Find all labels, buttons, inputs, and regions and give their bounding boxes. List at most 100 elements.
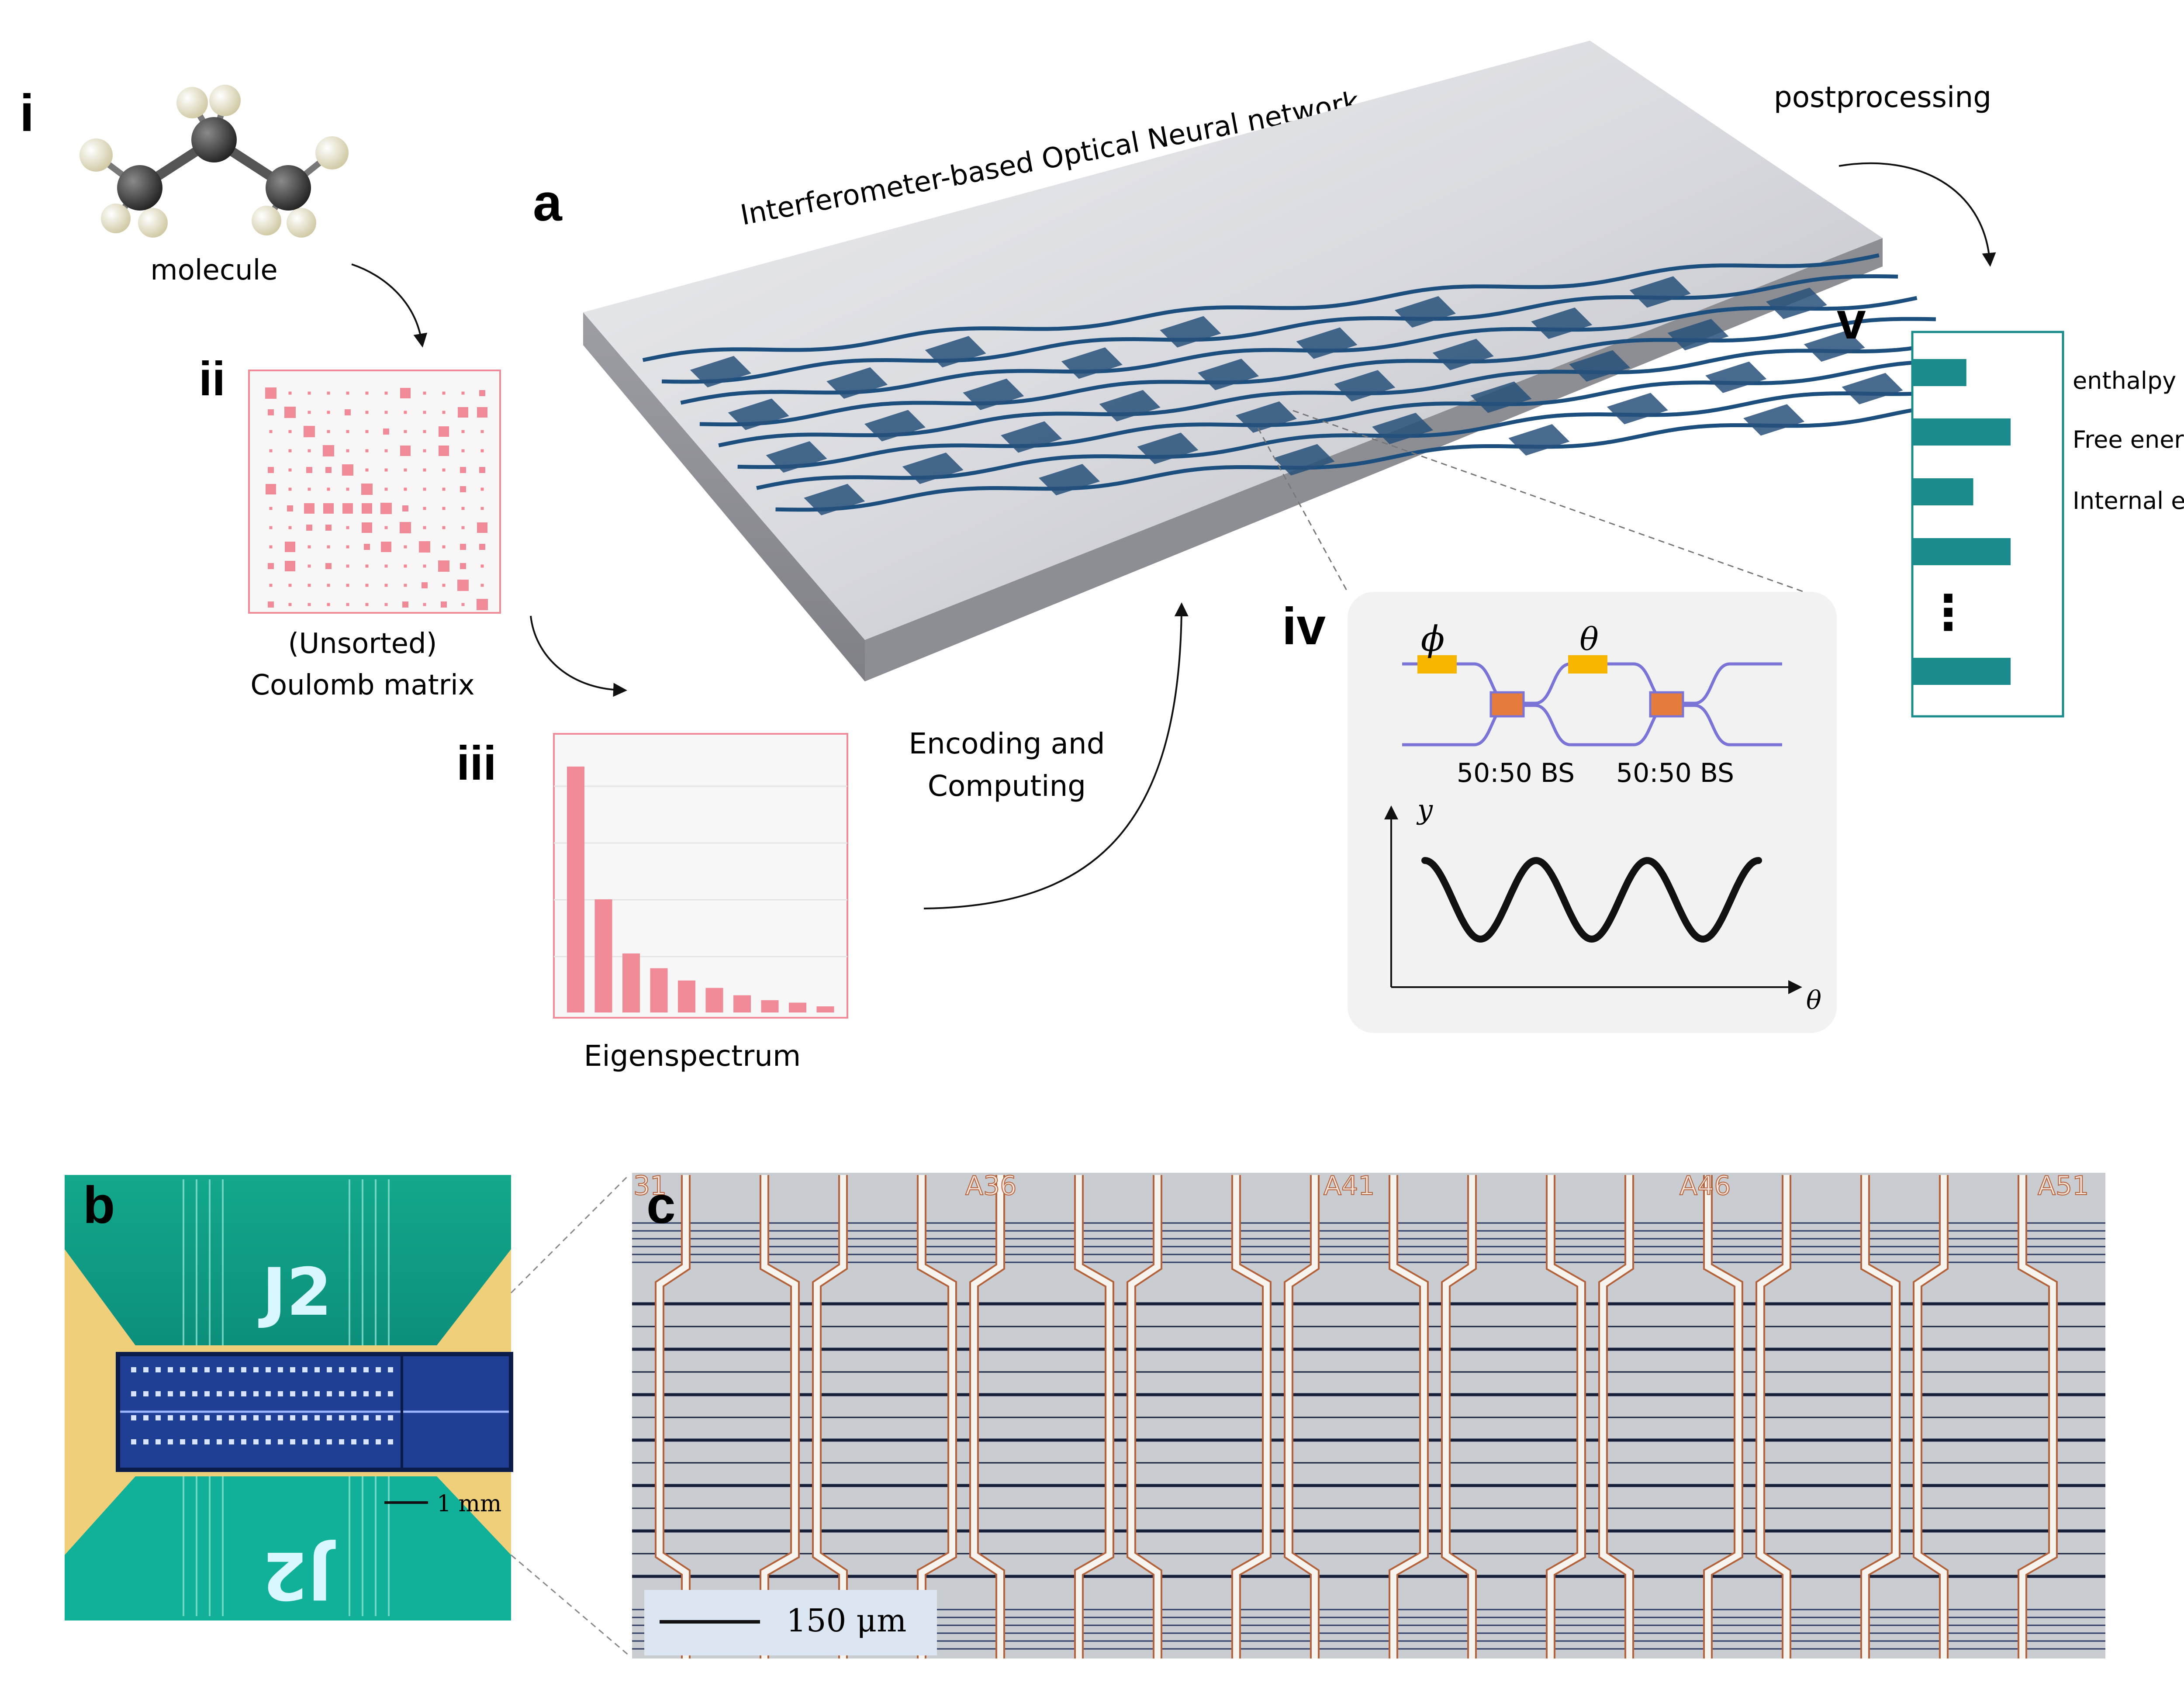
matrix-cell (402, 601, 408, 608)
matrix-cell (365, 430, 369, 433)
column-label-31: 31 (633, 1171, 667, 1201)
matrix-cell (402, 505, 408, 511)
encoding-label-line1: Encoding and (909, 727, 1105, 760)
chip-pad (314, 1439, 320, 1444)
chip-pad (241, 1391, 246, 1396)
chip-pad (302, 1439, 308, 1444)
matrix-cell (364, 544, 370, 550)
chip-pad (168, 1391, 173, 1396)
chip-pad (339, 1367, 344, 1372)
panel-b: J2 J2 1 mm b (65, 1175, 513, 1620)
electrode-core (1233, 1175, 1270, 1658)
matrix-cell (461, 526, 465, 529)
electrode-core (1914, 1175, 1947, 1658)
panel-letter-iii: iii (456, 736, 497, 790)
chip-pad (168, 1367, 173, 1372)
electrode-core (761, 1175, 798, 1658)
chip-pad (363, 1391, 369, 1396)
chip-pad (327, 1439, 332, 1444)
chip-pad (290, 1367, 295, 1372)
chip-pad (143, 1391, 149, 1396)
propane-molecule-icon (79, 85, 349, 238)
matrix-cell (346, 526, 349, 529)
chip-pads (131, 1367, 393, 1444)
matrix-cell (461, 391, 465, 395)
panel-letter-i: i (20, 84, 34, 142)
chip-pad (217, 1367, 222, 1372)
y-axis-label: y (1416, 794, 1433, 826)
matrix-cell (325, 563, 332, 569)
chip-pad (217, 1415, 222, 1420)
electrode-core (814, 1175, 846, 1658)
chip-pad (253, 1415, 259, 1420)
eigen-bar (594, 899, 612, 1012)
mzi-block (690, 356, 751, 387)
chip-pad (363, 1367, 369, 1372)
matrix-cell (306, 525, 312, 531)
panel-letter-v: v (1837, 291, 1866, 350)
matrix-cell (327, 545, 330, 549)
matrix-cell (384, 603, 388, 606)
matrix-cell (460, 544, 466, 550)
matrix-cell (442, 391, 446, 395)
scale-label-150um: 150 μm (786, 1602, 906, 1639)
matrix-cell (269, 449, 273, 453)
matrix-cell (346, 449, 349, 453)
matrix-cell (423, 430, 426, 433)
output-bar (1912, 478, 1973, 505)
matrix-cell (384, 526, 388, 529)
matrix-cell (346, 430, 349, 433)
chip-pad (131, 1439, 136, 1444)
matrix-cell (346, 584, 349, 587)
chip-pad (351, 1439, 356, 1444)
mzi-block (1766, 287, 1827, 319)
matrix-cell (423, 449, 426, 453)
chip-pad (302, 1415, 308, 1420)
chip-pad (290, 1439, 295, 1444)
chip-pad (339, 1439, 344, 1444)
chip-pad (180, 1391, 185, 1396)
matrix-cell (477, 407, 487, 418)
chip-pad (192, 1415, 197, 1420)
chip-pad (168, 1439, 173, 1444)
matrix-cell (442, 526, 446, 529)
matrix-cell (308, 411, 311, 414)
panel-iv: iv ϕ θ 50:50 BS 50:50 BS y θ (1282, 592, 1837, 1033)
waveguide (680, 296, 1918, 405)
electrode-core (1600, 1175, 1632, 1658)
matrix-cell (477, 522, 487, 533)
matrix-cell (442, 487, 446, 491)
postprocessing-group: postprocessing (1774, 80, 1996, 267)
chip-pad (204, 1439, 210, 1444)
mzi-block (804, 484, 865, 515)
coulomb-label-line2: Coulomb matrix (250, 669, 474, 701)
chip-pad (131, 1415, 136, 1420)
chip-pad (204, 1391, 210, 1396)
electrode-core (919, 1175, 955, 1658)
chip-pad (217, 1439, 222, 1444)
matrix-cell (306, 467, 312, 473)
matrix-cell (308, 391, 311, 395)
matrix-cell (269, 526, 273, 529)
matrix-cell (479, 467, 485, 473)
eigenspectrum-bars (567, 767, 834, 1012)
matrix-cell (365, 449, 369, 453)
matrix-cell (308, 584, 311, 587)
panel-letter-iv: iv (1282, 597, 1326, 656)
chip-pad (351, 1391, 356, 1396)
matrix-cell (327, 584, 330, 587)
micrograph-photo (632, 1173, 2105, 1658)
matrix-cell (268, 601, 274, 608)
mzi-block (925, 336, 986, 368)
matrix-cell (365, 564, 369, 568)
waveguide (775, 402, 2012, 512)
matrix-cell (362, 503, 372, 514)
output-label-free-energy: Free energy (2073, 426, 2184, 453)
matrix-cell (323, 445, 334, 456)
matrix-cell (457, 580, 469, 591)
chip-pad (229, 1439, 234, 1444)
chip-pad (302, 1391, 308, 1396)
eigenspectrum-label: Eigenspectrum (584, 1039, 801, 1073)
chip-pad (143, 1415, 149, 1420)
mzi-block (1334, 370, 1396, 402)
